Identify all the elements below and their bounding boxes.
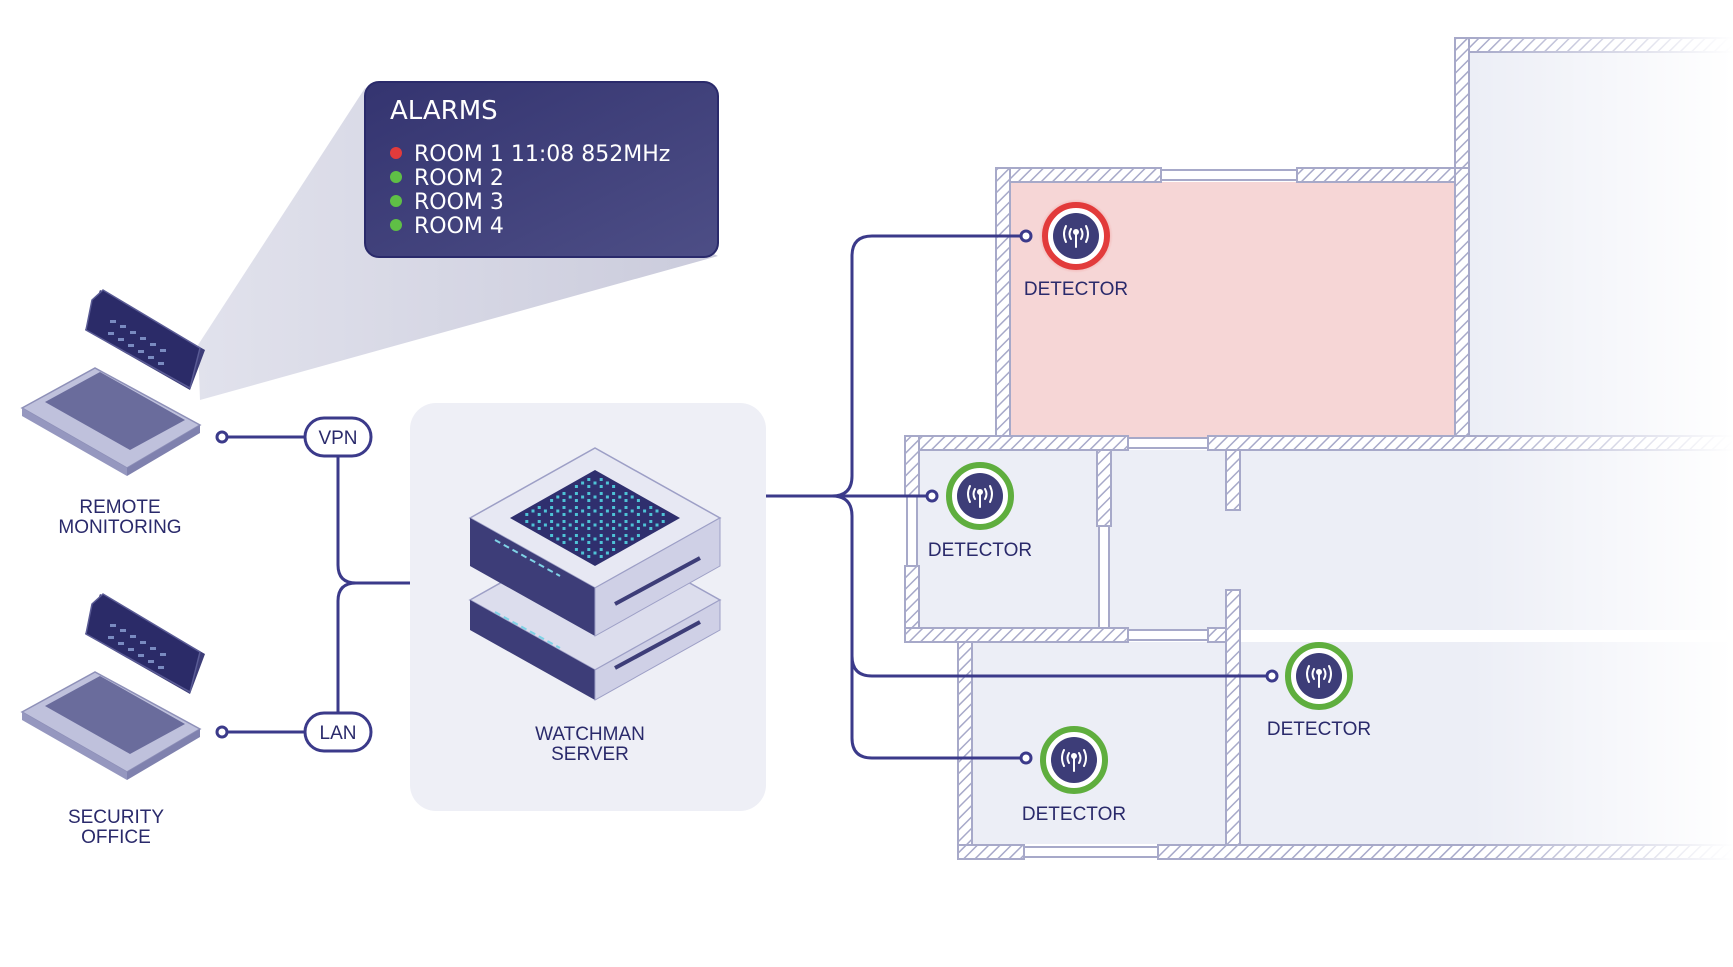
vpn-badge: VPN	[303, 416, 373, 458]
security-label-line1: SECURITY	[68, 807, 164, 828]
status-dot-icon	[390, 171, 402, 183]
detector-label: DETECTOR	[928, 540, 1032, 561]
edge-fade	[1470, 30, 1733, 890]
detector-room-2: DETECTOR	[928, 462, 1032, 561]
status-dot-icon	[390, 195, 402, 207]
alarm-item: ROOM 3	[414, 190, 504, 215]
antenna-icon	[1063, 225, 1089, 248]
remote-label-line1: REMOTE	[79, 497, 160, 518]
antenna-icon	[1306, 665, 1332, 688]
alarm-item: ROOM 2	[414, 166, 504, 191]
status-dot-icon	[390, 219, 402, 231]
detector-room-1: DETECTOR	[1024, 199, 1128, 300]
antenna-icon	[967, 485, 993, 508]
remote-label-line2: MONITORING	[58, 517, 181, 538]
status-dot-icon	[390, 147, 402, 159]
lan-label: LAN	[320, 723, 357, 744]
security-label-line2: OFFICE	[81, 827, 151, 848]
server-label-line2: SERVER	[551, 744, 629, 765]
windows	[906, 169, 1298, 858]
alarm-item: ROOM 1 11:08 852MHz	[414, 142, 670, 167]
alarm-panel-title: ALARMS	[390, 96, 498, 126]
laptop-icon	[20, 289, 205, 476]
connection-lines	[222, 234, 1272, 760]
server-icon	[468, 447, 722, 701]
detector-label: DETECTOR	[1022, 804, 1126, 825]
vpn-label: VPN	[318, 428, 357, 449]
lan-badge: LAN	[303, 711, 373, 753]
detector-label: DETECTOR	[1267, 719, 1371, 740]
detector-label: DETECTOR	[1024, 279, 1128, 300]
alarm-item: ROOM 4	[414, 214, 504, 239]
server-label-line1: WATCHMAN	[535, 724, 645, 745]
laptop-icon	[20, 593, 205, 780]
detector-room-4: DETECTOR	[1267, 642, 1371, 740]
antenna-icon	[1061, 749, 1087, 772]
detector-room-3: DETECTOR	[1022, 726, 1126, 825]
